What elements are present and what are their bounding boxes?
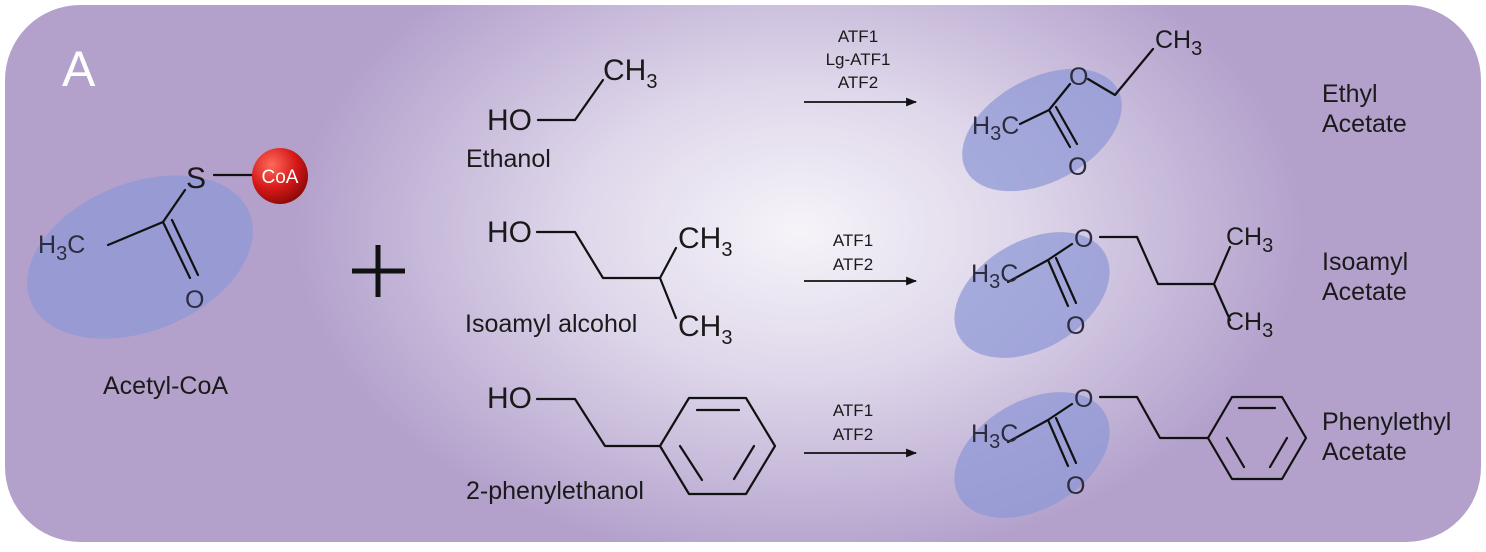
panel-label: A xyxy=(62,41,96,97)
benzene-ring xyxy=(658,396,777,496)
alcohol-name: 2-phenylethanol xyxy=(466,477,644,505)
plus-sign xyxy=(352,245,405,297)
enzyme-labels: ATF1 ATF2 xyxy=(833,231,873,274)
isoamyl-alcohol-structure: HO CH3 CH3 Isoamyl alcohol xyxy=(465,216,732,349)
acetyl-group-highlight xyxy=(954,392,1110,518)
ester-oxygen: O xyxy=(1074,225,1093,253)
methyl-label: CH3 xyxy=(678,310,732,349)
acetyl-group-highlight xyxy=(954,232,1110,358)
ethanol-structure: HO CH3 Ethanol xyxy=(466,54,657,173)
enzyme-label: Lg-ATF1 xyxy=(826,50,891,69)
enzyme-label: ATF1 xyxy=(833,401,873,420)
ethyl-acetate-structure: O O H3C CH3 xyxy=(962,26,1202,192)
terminal-methyl: CH3 xyxy=(1155,26,1202,60)
enzyme-label: ATF1 xyxy=(833,231,873,250)
methyl-label: CH3 xyxy=(603,54,657,93)
enzyme-label: ATF2 xyxy=(833,255,873,274)
enzyme-labels: ATF1 ATF2 xyxy=(833,401,873,444)
acetyl-coa-structure: S CoA H3C O Acetyl-CoA xyxy=(27,148,308,400)
enzyme-label: ATF1 xyxy=(838,27,878,46)
ester-oxygen: O xyxy=(1069,63,1088,91)
coa-label: CoA xyxy=(262,167,299,188)
benzene-ring xyxy=(1206,395,1308,481)
alcohol-name: Ethanol xyxy=(466,145,551,173)
hydroxyl-label: HO xyxy=(487,104,532,137)
isoamyl-acetate-structure: O O H3C CH3 CH3 xyxy=(954,223,1273,358)
enzyme-labels: ATF1 Lg-ATF1 ATF2 xyxy=(826,27,891,92)
phenylethyl-acetate-structure: O O H3C xyxy=(954,385,1308,518)
product-name: Phenylethyl Acetate xyxy=(1322,408,1458,466)
product-name: Ethyl Acetate xyxy=(1322,80,1407,138)
carbonyl-oxygen: O xyxy=(1066,312,1085,340)
reaction-row-isoamyl: HO CH3 CH3 Isoamyl alcohol ATF1 ATF2 O O… xyxy=(465,216,1415,358)
reaction-row-phenylethanol: HO 2-phenylethanol ATF1 ATF2 O O H3C P xyxy=(466,382,1458,518)
acetyl-group-highlight xyxy=(962,68,1122,192)
phenylethanol-structure: HO 2-phenylethanol xyxy=(466,382,777,505)
methyl-group: H3C xyxy=(38,231,85,265)
carbonyl-oxygen: O xyxy=(185,286,204,314)
hydroxyl-label: HO xyxy=(487,216,532,249)
ester-oxygen: O xyxy=(1074,385,1093,413)
alcohol-name: Isoamyl alcohol xyxy=(465,310,637,338)
sulfur-atom: S xyxy=(186,162,206,195)
acetyl-coa-name: Acetyl-CoA xyxy=(103,372,228,400)
carbonyl-oxygen: O xyxy=(1066,472,1085,500)
enzyme-label: ATF2 xyxy=(833,425,873,444)
coa-ball: CoA xyxy=(252,148,308,204)
product-name: Isoamyl Acetate xyxy=(1322,248,1415,306)
enzyme-label: ATF2 xyxy=(838,73,878,92)
terminal-methyl: CH3 xyxy=(1226,308,1273,342)
carbonyl-oxygen: O xyxy=(1068,153,1087,181)
hydroxyl-label: HO xyxy=(487,382,532,415)
acetyl-group-highlight xyxy=(27,175,253,339)
methyl-group: H3C xyxy=(972,112,1019,145)
methyl-group: H3C xyxy=(971,420,1018,453)
terminal-methyl: CH3 xyxy=(1226,223,1273,257)
acetyl-coa-bonds xyxy=(106,173,255,280)
panel-background xyxy=(5,5,1481,542)
methyl-label: CH3 xyxy=(678,222,732,261)
reaction-row-ethanol: HO CH3 Ethanol ATF1 Lg-ATF1 ATF2 O O H3C… xyxy=(466,26,1407,192)
methyl-group: H3C xyxy=(971,260,1018,293)
